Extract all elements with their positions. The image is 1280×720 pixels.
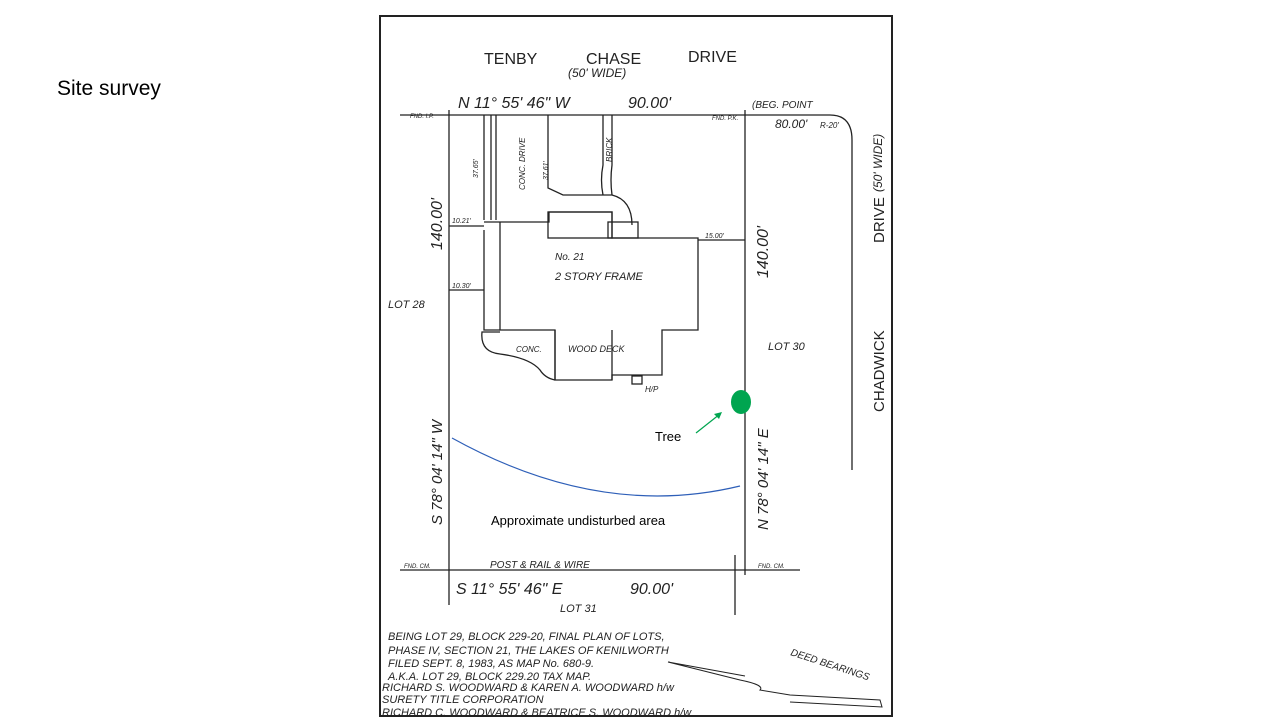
survey-notes: BEING LOT 29, BLOCK 229-20, FINAL PLAN O… [382,631,692,719]
survey-border [379,15,893,717]
fence: POST & RAIL & WIRE [490,560,590,571]
note-line: A.K.A. LOT 29, BLOCK 229.20 TAX MAP. [387,671,591,683]
undisturbed-area-curve [451,437,741,497]
east-dist: 140.00' [755,225,772,278]
marker: FND. CM. [758,564,785,570]
beg-point: (BEG. POINT [752,100,813,111]
tree-marker [731,390,751,414]
lot-bottom: LOT 31 [560,603,597,615]
note-line: SURETY TITLE CORPORATION [382,694,544,706]
hp: H/P [645,385,659,394]
conc-drive: CONC. DRIVE [518,137,527,190]
dim: 37.65' [473,158,480,178]
street-top-1: TENBY [484,51,538,68]
lot-lines [400,110,853,615]
note-line: BEING LOT 29, BLOCK 229-20, FINAL PLAN O… [388,631,665,643]
beg-dist: 80.00' [775,117,808,131]
tree-arrow-head [714,412,722,419]
marker: FND. I.P. [410,114,434,120]
east-bearing: N 78° 04' 14" E [755,427,772,530]
street-top-width: (50' WIDE) [568,66,626,80]
deck: WOOD DECK [568,344,625,354]
north-dist: 90.00' [628,95,672,112]
lot-right: LOT 30 [768,341,806,353]
west-bearing: S 78° 04' 14" W [429,418,446,525]
dim: 15.00' [705,233,725,240]
deed-bearings: DEED BEARINGS [789,647,871,683]
slide-title: Site survey [57,77,161,100]
brick: BRICK [605,137,614,162]
street-right-drive: DRIVE [871,197,888,243]
conc: CONC. [516,345,542,354]
note-line: FILED SEPT. 8, 1983, AS MAP No. 680-9. [388,658,594,670]
deed-bearings-arrow [667,661,883,708]
note-line: RICHARD S. WOODWARD & KAREN A. WOODWARD … [382,682,675,694]
dim: 10.21' [452,218,472,225]
south-dist: 90.00' [630,581,674,598]
street-top-3: DRIVE [688,49,737,66]
radius: R-20' [820,121,839,130]
marker: FND. P.K. [712,116,738,122]
tree-label: Tree [655,429,682,444]
house-desc: 2 STORY FRAME [554,271,643,283]
south-bearing: S 11° 55' 46" E [456,581,563,598]
note-line: RICHARD C. WOODWARD & BEATRICE S. WOODWA… [382,707,692,719]
west-dist: 140.00' [429,197,446,250]
street-top-2: CHASE [586,51,641,68]
marker: FND. CM. [404,564,431,570]
street-right-width: (50' WIDE) [871,134,885,192]
dim: 10.30' [452,283,472,290]
lot-left: LOT 28 [388,299,426,311]
undisturbed-area-label: Approximate undisturbed area [491,513,666,528]
house-no: No. 21 [555,252,584,263]
street-right: CHADWICK [871,330,888,412]
dim: 37.61' [543,160,550,180]
note-line: PHASE IV, SECTION 21, THE LAKES OF KENIL… [388,645,669,657]
tree-arrow [695,413,721,434]
north-bearing: N 11° 55' 46" W [458,95,572,112]
